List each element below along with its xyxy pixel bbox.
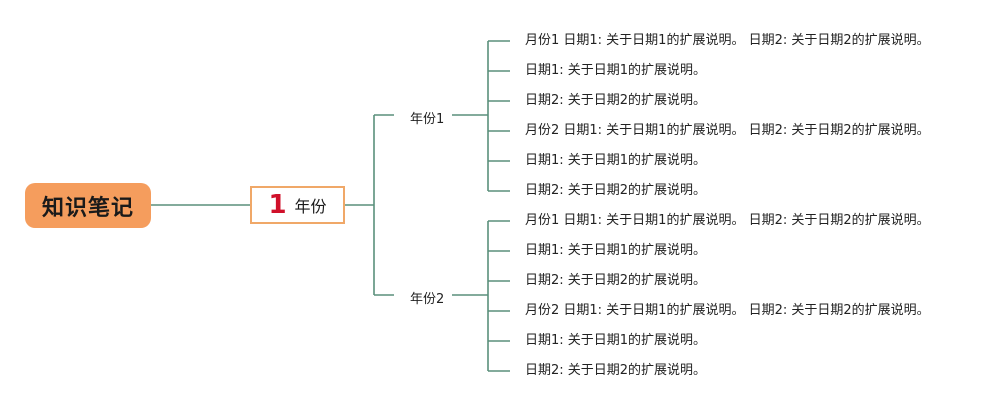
year-node-label: 年份 bbox=[294, 197, 327, 216]
branch-label-1[interactable]: 年份1 bbox=[410, 112, 445, 127]
root-node[interactable]: 知识笔记 bbox=[25, 183, 151, 228]
leaf-item[interactable]: 月份1 日期1: 关于日期1的扩展说明。 日期2: 关于日期2的扩展说明。 bbox=[525, 213, 930, 228]
leaf-item[interactable]: 日期2: 关于日期2的扩展说明。 bbox=[525, 363, 707, 378]
leaf-item[interactable]: 月份2 日期1: 关于日期1的扩展说明。 日期2: 关于日期2的扩展说明。 bbox=[525, 123, 930, 138]
leaf-item[interactable]: 日期1: 关于日期1的扩展说明。 bbox=[525, 153, 707, 168]
leaf-item[interactable]: 日期2: 关于日期2的扩展说明。 bbox=[525, 273, 707, 288]
branch-label-2[interactable]: 年份2 bbox=[410, 292, 445, 307]
year-node[interactable]: 1 年份 bbox=[250, 186, 345, 224]
year-node-number: 1 bbox=[268, 190, 287, 220]
leaf-item[interactable]: 日期2: 关于日期2的扩展说明。 bbox=[525, 93, 707, 108]
root-node-label: 知识笔记 bbox=[41, 195, 134, 221]
leaf-item[interactable]: 月份2 日期1: 关于日期1的扩展说明。 日期2: 关于日期2的扩展说明。 bbox=[525, 303, 930, 318]
leaf-item[interactable]: 日期1: 关于日期1的扩展说明。 bbox=[525, 63, 707, 78]
leaf-item[interactable]: 日期1: 关于日期1的扩展说明。 bbox=[525, 243, 707, 258]
leaf-item[interactable]: 月份1 日期1: 关于日期1的扩展说明。 日期2: 关于日期2的扩展说明。 bbox=[525, 33, 930, 48]
leaf-item[interactable]: 日期2: 关于日期2的扩展说明。 bbox=[525, 183, 707, 198]
leaf-item[interactable]: 日期1: 关于日期1的扩展说明。 bbox=[525, 333, 707, 348]
